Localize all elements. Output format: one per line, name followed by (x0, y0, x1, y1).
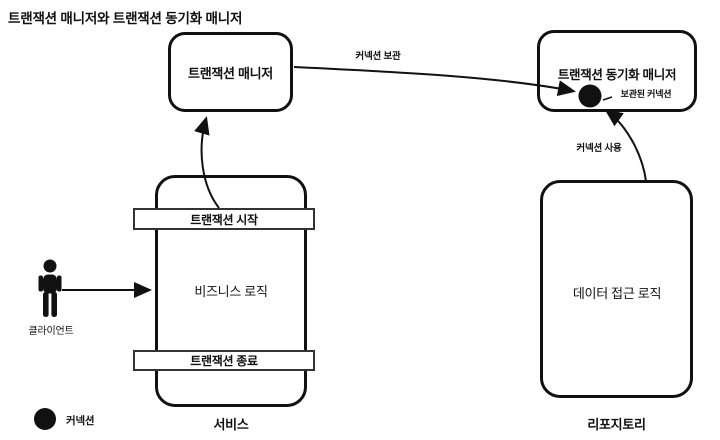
transaction-manager-node: 트랜잭션 매니저 (168, 32, 293, 112)
diagram-title: 트랜잭션 매니저와 트랜잭션 동기화 매니저 (8, 11, 243, 26)
repository-node (540, 180, 693, 398)
legend-connection-label: 커넥션 (66, 415, 95, 427)
tx-start-label: 트랜잭션 시작 (190, 212, 258, 227)
repository-caption: 리포지토리 (587, 417, 646, 432)
stored-connection-label: 보관된 커넥션 (620, 89, 672, 99)
data-access-logic-label: 데이터 접근 로직 (572, 286, 662, 301)
sync-manager-label: 트랜잭션 동기화 매니저 (557, 68, 677, 82)
use-connection-edge-label: 커넥션 사용 (576, 143, 622, 154)
client-icon (38, 259, 62, 317)
transaction-manager-label: 트랜잭션 매니저 (188, 65, 273, 81)
legend-connection-dot (34, 408, 56, 430)
store-connection-arrow (293, 66, 576, 97)
store-connection-edge-label: 커넥션 보관 (355, 51, 401, 62)
business-logic-label: 비즈니스 로직 (194, 284, 268, 299)
client-label: 클라이언트 (28, 326, 74, 337)
tx-end-label: 트랜잭션 종료 (190, 354, 258, 368)
service-caption: 서비스 (213, 417, 249, 432)
tx-end-bar: 트랜잭션 종료 (133, 350, 315, 371)
tx-start-bar: 트랜잭션 시작 (133, 208, 315, 230)
